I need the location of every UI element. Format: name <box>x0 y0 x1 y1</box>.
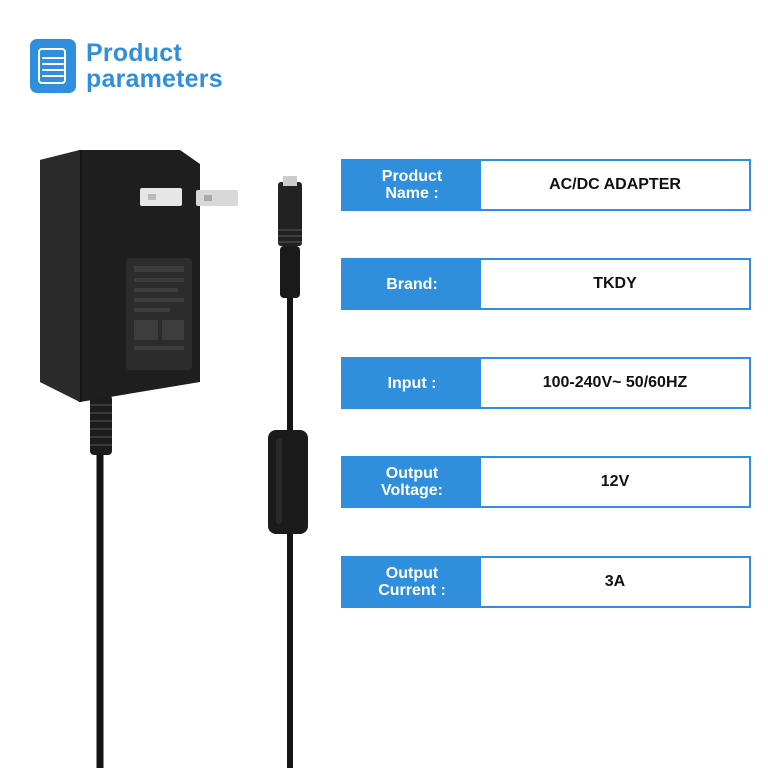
page-title: Product parameters <box>86 39 223 93</box>
param-value: 100-240V~ 50/60HZ <box>542 374 688 391</box>
header: Product parameters <box>30 38 223 94</box>
param-label: Brand: <box>343 260 481 308</box>
param-row-output-current: Output Current : 3A <box>341 556 751 608</box>
document-list-icon <box>30 39 76 93</box>
param-value: TKDY <box>593 275 637 292</box>
param-value: 3A <box>604 573 626 590</box>
param-row-product-name: Product Name : AC/DC ADAPTER <box>341 159 751 211</box>
param-label: Input : <box>343 359 481 407</box>
param-row-input: Input : 100-240V~ 50/60HZ <box>341 357 751 409</box>
param-row-output-voltage: Output Voltage: 12V <box>341 456 751 508</box>
param-value: AC/DC ADAPTER <box>549 176 681 193</box>
param-label: Product Name : <box>343 161 481 209</box>
param-value: 12V <box>600 473 630 490</box>
param-label: Output Current : <box>343 558 481 606</box>
param-row-brand: Brand: TKDY <box>341 258 751 310</box>
power-adapter-image <box>40 150 308 768</box>
param-label: Output Voltage: <box>343 458 481 506</box>
